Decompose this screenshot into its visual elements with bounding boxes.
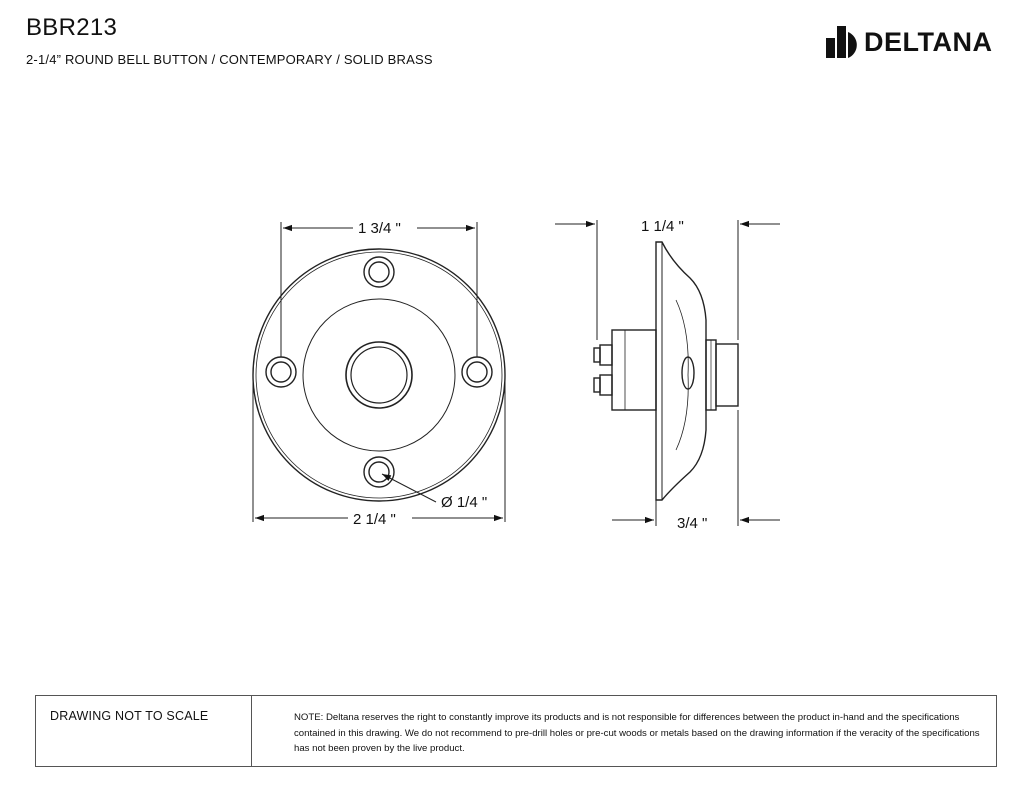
footer-left-cell: DRAWING NOT TO SCALE bbox=[36, 696, 252, 766]
front-depth-label: 3/4 " bbox=[677, 515, 707, 532]
button-inner bbox=[350, 346, 408, 404]
terminal-top bbox=[599, 344, 613, 366]
technical-drawing: 1 3/4 " 2 1/4 " Ø 1/4 " 1 1/4 " 3/4 " bbox=[252, 218, 780, 532]
footer-box: DRAWING NOT TO SCALE NOTE: Deltana reser… bbox=[35, 695, 997, 767]
button-profile bbox=[715, 343, 739, 407]
deltana-mark-icon bbox=[826, 26, 857, 58]
product-code: BBR213 bbox=[26, 14, 118, 41]
button-outer bbox=[345, 341, 413, 409]
total-depth-label: 1 1/4 " bbox=[641, 218, 684, 235]
front-dimensions bbox=[252, 222, 506, 522]
terminal-bottom bbox=[599, 374, 613, 396]
front-view bbox=[252, 248, 506, 502]
side-dimensions bbox=[555, 220, 780, 526]
screw-hole-bottom bbox=[363, 456, 395, 488]
diameter-label: 2 1/4 " bbox=[353, 511, 396, 528]
scale-note: DRAWING NOT TO SCALE bbox=[50, 709, 209, 723]
hole-spacing-label: 1 3/4 " bbox=[358, 220, 401, 237]
hole-diameter-label: Ø 1/4 " bbox=[441, 494, 487, 511]
disclaimer-note: NOTE: Deltana reserves the right to cons… bbox=[294, 712, 980, 754]
rosette-profile bbox=[655, 241, 707, 501]
brand-logo: DELTANA bbox=[826, 24, 1006, 60]
product-description: 2-1/4” ROUND BELL BUTTON / CONTEMPORARY … bbox=[26, 52, 433, 67]
brand-name: DELTANA bbox=[864, 27, 993, 57]
side-view bbox=[593, 241, 739, 501]
rear-housing bbox=[611, 329, 657, 411]
screw-hole-top bbox=[363, 256, 395, 288]
set-screw bbox=[681, 356, 695, 390]
